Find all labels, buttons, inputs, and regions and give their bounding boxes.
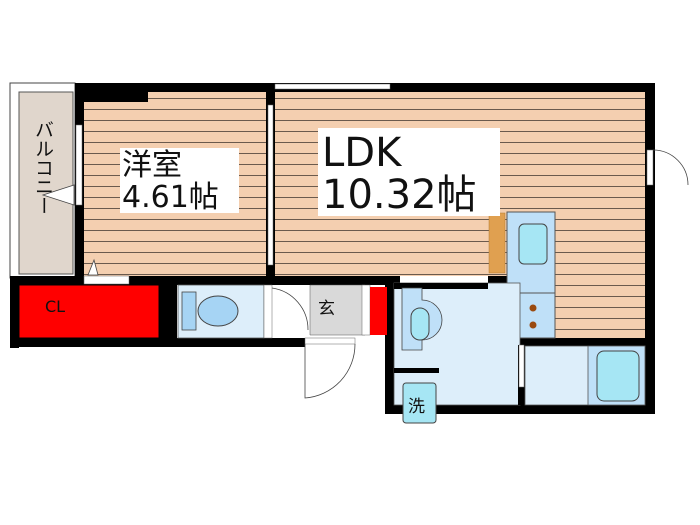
washer-label: 洗 (408, 397, 425, 417)
closet (18, 284, 160, 339)
entrance-label: 玄 (318, 299, 335, 319)
ldk-label: LDK 10.32帖 (318, 128, 500, 216)
western-room-name: 洋室 (122, 148, 182, 183)
toilet-icon (197, 295, 239, 327)
front-door-swing (304, 343, 356, 399)
western-room-label: 洋室 4.61帖 (120, 148, 239, 213)
sink-icon (518, 223, 548, 265)
bathtub-icon (596, 350, 640, 402)
ldk-name: LDK (322, 130, 402, 176)
ldk-size: 10.32帖 (322, 172, 477, 218)
balcony-label: バルコニー (32, 120, 54, 215)
stove-burner-icon (529, 304, 537, 312)
closet-label: CL (45, 297, 66, 316)
stove-burner-icon (529, 321, 537, 329)
western-room-size: 4.61帖 (122, 179, 219, 215)
